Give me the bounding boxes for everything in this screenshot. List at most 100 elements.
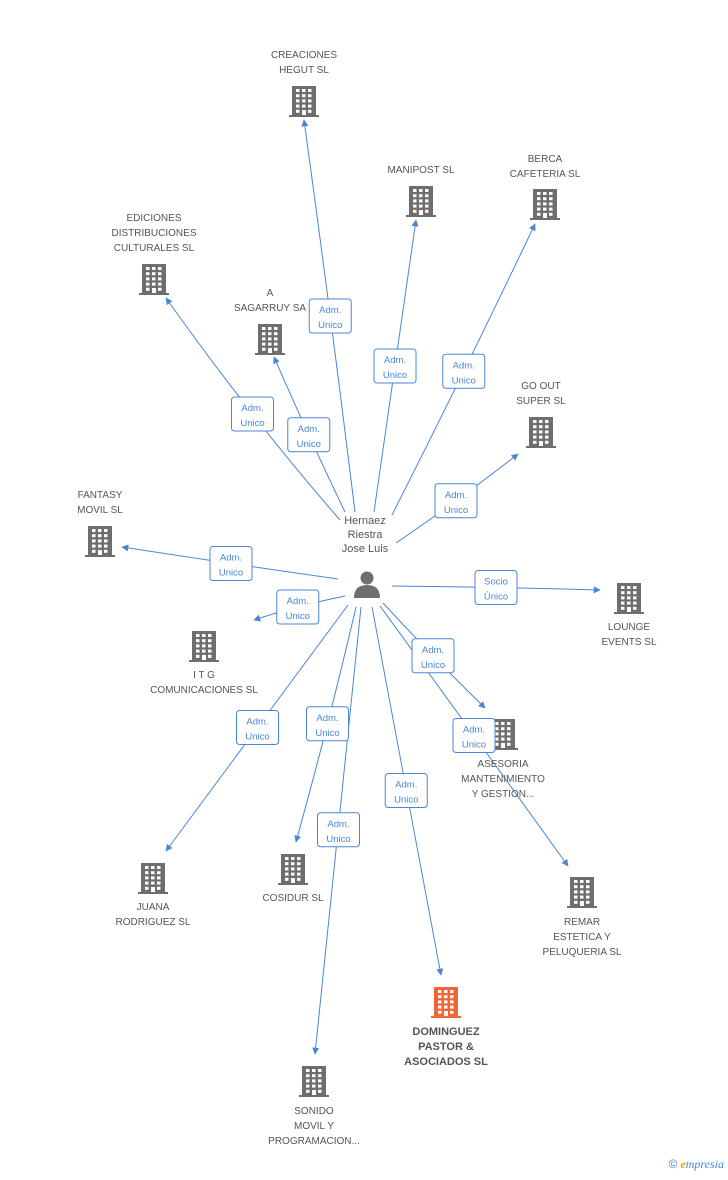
company-name-line: ASESORIA [477,759,528,770]
company-name-line: I T G [193,670,215,681]
brand-initial: e [680,1157,686,1171]
company-name-line: GO OUT [521,381,560,392]
edge-label-cosidur[interactable]: Adm. Unico [306,706,349,742]
edge-label-text: Unico [394,795,418,806]
building-icon [526,417,556,448]
company-name-line: PROGRAMACION... [268,1136,360,1147]
edge-label-creaciones[interactable]: Adm.Unico [308,298,352,334]
edge-label-goout[interactable]: Adm. Unico [434,483,478,519]
company-name-line: MOVIL Y [294,1121,334,1132]
company-name-line: DISTRIBUCIONES [111,228,196,239]
edge-label-text: Unico [315,728,339,739]
company-name-line: HEGUT SL [279,65,329,76]
edge-label-text: Unico [444,505,468,516]
company-node-lounge[interactable]: LOUNGE EVENTS SL [601,583,657,648]
edge-label-juana[interactable]: Adm.Unico [236,710,279,745]
brand-name: mpresia [685,1157,724,1171]
company-name-line: PASTOR & [418,1041,474,1053]
company-name-line: EVENTS SL [601,637,656,648]
edge-label-text: Unico [219,568,243,579]
edge-label-text: Adm. [287,596,309,607]
company-name-line: PELUQUERIA SL [543,947,622,958]
company-node-cosidur[interactable]: COSIDUR SL [262,854,324,904]
company-name-line: JUANA [137,902,170,913]
edge-label-dominguez[interactable]: Adm. Unico [384,773,428,808]
person-icon [354,571,380,598]
company-name-line: RODRIGUEZ SL [115,917,190,928]
company-name-line: SONIDO [294,1106,334,1117]
company-node-fantasy[interactable]: FANTASY MOVIL SL [77,490,123,557]
edge-label-ediciones[interactable]: Adm.Unico [231,396,274,432]
company-node-remar[interactable]: REMAR ESTETICA Y PELUQUERIA SL [543,877,622,958]
company-node-sonido[interactable]: SONIDO MOVIL Y PROGRAMACION... [268,1066,360,1147]
edge-label-text: Adm. [298,424,320,435]
company-node-creaciones[interactable]: CREACIONES HEGUT SL [271,50,337,117]
company-node-juana[interactable]: JUANA RODRIGUEZ SL [115,863,191,928]
company-name-line: COMUNICACIONES SL [150,685,258,696]
company-name-line: A [267,288,274,299]
edge-label-itg[interactable]: Adm. Unico [276,589,320,625]
edge-label-text: Único [484,592,508,603]
company-name-line: Y GESTION... [472,789,535,800]
company-node-dominguez[interactable]: DOMINGUEZ PASTOR & ASOCIADOS SL [404,987,488,1068]
person-name-line: Hernaez [344,515,386,527]
company-node-manipost[interactable]: MANIPOST SL [387,165,455,217]
company-name-line: MOVIL SL [77,505,123,516]
edge-label-berca[interactable]: Adm.Unico [442,353,486,389]
edge-label-text: Unico [286,611,310,622]
edge-label-text: Unico [462,740,486,751]
edge-label-text: Unico [297,439,321,450]
company-name-line: LOUNGE [608,622,651,633]
person-name-line: Riestra [348,529,384,541]
company-name-line: ASOCIADOS SL [404,1056,488,1068]
edge-label-text: Unico [421,660,445,671]
brand-logo: ©empresia [669,1157,724,1172]
company-name-line: FANTASY [78,490,123,501]
company-name-line: SUPER SL [516,396,566,407]
person-name-line: Jose Luis [342,543,389,555]
edge-label-text: Unico [452,375,476,386]
edge-label-text: Unico [383,370,407,381]
edge-label-text: Adm. [395,780,417,791]
building-icon [278,854,308,885]
building-icon [567,877,597,908]
edge-label-text: Unico [318,320,342,331]
building-icon [530,189,560,220]
edge-label-text: Adm. [463,725,485,736]
edge-label-asesoria[interactable]: Adm.Unico [411,638,455,674]
company-node-itg[interactable]: I T G COMUNICACIONES SL [150,631,258,696]
company-name-line: COSIDUR SL [262,893,324,904]
edge-label-text: Adm. [316,713,338,724]
copyright-mark: © [668,1157,678,1171]
building-icon [406,186,436,217]
company-name-line: ESTETICA Y [553,932,611,943]
edge-label-text: Adm. [246,717,268,728]
company-name-line: CREACIONES [271,50,337,61]
building-icon [255,324,285,355]
company-node-sagarruy[interactable]: A SAGARRUY SA [234,288,306,355]
edge-label-sagarruy[interactable]: Adm. Unico [287,417,331,453]
edge-label-text: Adm. [445,490,467,501]
edge-label-fantasy[interactable]: Adm. Unico [209,546,253,581]
edge-label-sonido[interactable]: Adm.Unico [317,812,360,848]
company-name-line: EDICIONES [126,213,181,224]
edge-label-manipost[interactable]: Adm. Unico [373,348,417,384]
edge-label-text: Adm. [384,355,406,366]
edge-label-text: Adm. [220,553,242,564]
company-name-line: MANIPOST SL [387,165,454,176]
building-icon [289,86,319,117]
edge-label-text: Unico [240,418,264,429]
edge-label-text: Socio [484,577,508,588]
company-name-line: SAGARRUY SA [234,303,306,314]
building-icon [299,1066,329,1097]
building-icon [85,526,115,557]
company-name-line: REMAR [564,917,600,928]
company-node-goout[interactable]: GO OUT SUPER SL [516,381,566,448]
edge-label-remar[interactable]: Adm. Unico [452,718,496,753]
company-name-line: DOMINGUEZ [412,1026,480,1038]
